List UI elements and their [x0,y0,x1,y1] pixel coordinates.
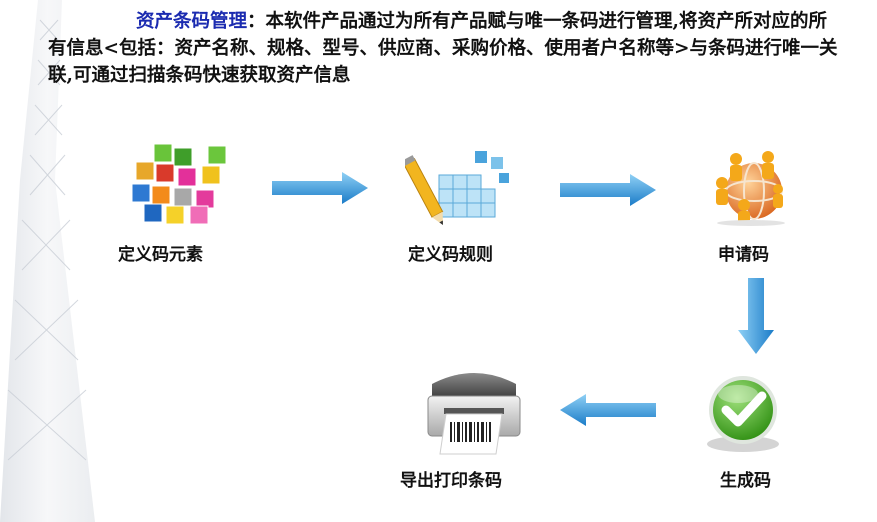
check-icon [707,376,779,452]
step-export-print [418,362,530,458]
arrow-right-icon [272,172,368,204]
printer-icon [427,373,521,455]
step-label-export-print: 导出打印条码 [400,471,502,491]
arrow-down-icon [738,278,774,354]
arrow-left-icon [560,394,656,426]
intro-paragraph: 资产条码管理：本软件产品通过为所有产品赋与唯一条码进行管理,将资产所对应的所有信… [48,8,838,89]
step-generate-code [698,372,788,456]
step-label-define-elements: 定义码元素 [118,245,203,265]
step-define-rules [405,145,515,231]
step-define-elements [128,140,232,226]
tower-background-image [0,0,95,522]
step-request-code [706,145,796,227]
step-label-request-code: 申请码 [718,245,769,265]
step-label-define-rules: 定义码规则 [408,245,493,265]
intro-body: ：本软件产品通过为所有产品赋与唯一条码进行管理,将资产所对应的所有信息<包括：资… [48,11,838,86]
pencil-grid-icon [405,151,509,226]
arrow-right-icon [560,174,656,206]
cubes-icon [131,143,227,225]
intro-highlight: 资产条码管理 [136,11,248,32]
step-label-generate-code: 生成码 [720,471,771,491]
people-globe-icon [716,151,785,226]
